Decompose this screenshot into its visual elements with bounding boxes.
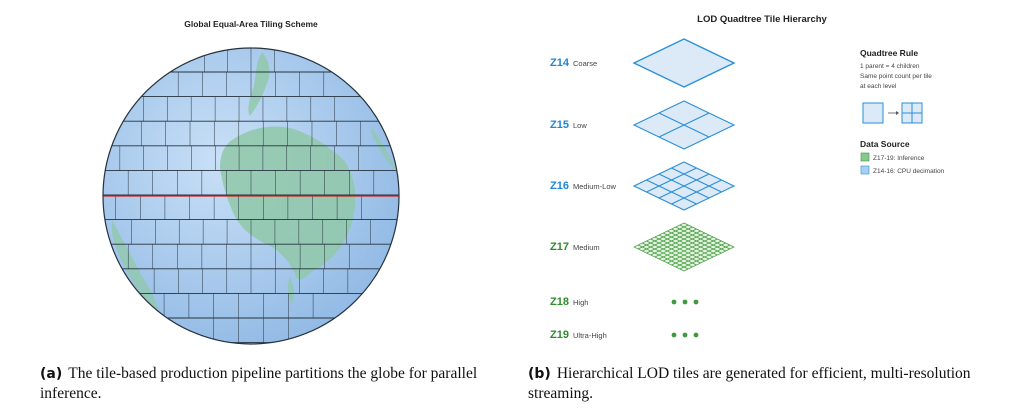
landmass-main — [220, 126, 356, 280]
panel-a: Global Equal-Area Tiling Scheme — [102, 19, 400, 345]
tile-subdivision-line — [671, 179, 722, 205]
level-code: Z15 — [550, 119, 569, 131]
level-name: Medium — [573, 243, 600, 252]
caption-text: Hierarchical LOD tiles are generated for… — [528, 365, 971, 402]
tile-subdivision-line — [679, 244, 730, 270]
legend-label-cpu: Z14-16: CPU decimation — [873, 168, 945, 175]
tile-diamond-z17 — [633, 222, 735, 272]
lod-level-z14: Z14 Coarse — [550, 38, 736, 88]
caption-tag: (b) — [528, 366, 551, 382]
level-name: Medium-Low — [573, 182, 617, 191]
lod-level-z17: Z17 Medium — [550, 222, 735, 272]
data-source-legend: Data Source Z17-19: Inference Z14-16: CP… — [860, 139, 945, 175]
globe-outline — [102, 47, 400, 345]
legend-swatch-inference — [860, 152, 870, 162]
tile-diamond-z16 — [632, 161, 736, 211]
tile-subdivision-line — [642, 242, 693, 268]
level-name: Ultra-High — [573, 331, 607, 340]
tile-subdivision-line — [658, 173, 710, 199]
level-name: Coarse — [573, 59, 597, 68]
arrow-right-icon — [888, 111, 899, 115]
panel-a-title: Global Equal-Area Tiling Scheme — [184, 19, 318, 29]
level-code: Z16 — [550, 180, 569, 192]
dot — [671, 299, 677, 305]
quadtree-rule-line: 1 parent = 4 children — [860, 63, 920, 70]
legend-label-inference: Z17-19: Inference — [873, 155, 925, 162]
ellipsis-dots-z19 — [671, 332, 699, 338]
level-code: Z18 — [550, 296, 569, 308]
landmass-east — [371, 128, 396, 170]
caption-text: The tile-based production pipeline parti… — [40, 365, 478, 402]
caption-tag: (a) — [40, 366, 63, 382]
tile-outline — [632, 38, 736, 88]
tile-subdivision-line — [658, 112, 710, 138]
dot — [693, 332, 699, 338]
legend-swatch-cpu — [860, 165, 870, 175]
lod-level-z18: Z18 High — [550, 296, 699, 308]
tile-subdivision-line — [646, 179, 697, 205]
caption-b: (b)Hierarchical LOD tiles are generated … — [528, 364, 998, 403]
lod-level-z15: Z15 Low — [550, 100, 736, 150]
caption-a: (a)The tile-based production pipeline pa… — [40, 364, 480, 403]
level-name: Low — [573, 121, 587, 130]
lod-level-z16: Z16 Medium-Low — [550, 161, 736, 211]
dot — [693, 299, 699, 305]
parent-tile-icon — [862, 102, 884, 124]
quadtree-rule-legend: Quadtree Rule 1 parent = 4 children Same… — [860, 48, 932, 124]
landmass-island — [287, 276, 295, 304]
tile-subdivision-line — [638, 244, 689, 270]
level-code: Z17 — [550, 241, 569, 253]
ellipsis-dots-z18 — [671, 299, 699, 305]
globe-tile-grid — [103, 48, 399, 344]
dot — [671, 332, 677, 338]
level-code: Z14 — [550, 57, 570, 69]
tile-diamond-z14 — [632, 38, 736, 88]
lod-level-z19: Z19 Ultra-High — [550, 329, 699, 341]
dot — [682, 332, 688, 338]
level-code: Z19 — [550, 329, 569, 341]
tile-diamond-z15 — [632, 100, 736, 150]
panel-b-title: LOD Quadtree Tile Hierarchy — [697, 14, 827, 25]
data-source-heading: Data Source — [860, 139, 910, 149]
quadtree-rule-line: at each level — [860, 83, 897, 90]
level-name: High — [573, 298, 588, 307]
quadtree-rule-line: Same point count per tile — [860, 73, 932, 80]
landmass-north — [248, 52, 270, 116]
child-tiles-icon — [901, 102, 923, 124]
quadtree-rule-heading: Quadtree Rule — [860, 48, 918, 58]
dot — [682, 299, 688, 305]
panel-b: LOD Quadtree Tile Hierarchy Z14 Coarse Z… — [550, 14, 945, 341]
